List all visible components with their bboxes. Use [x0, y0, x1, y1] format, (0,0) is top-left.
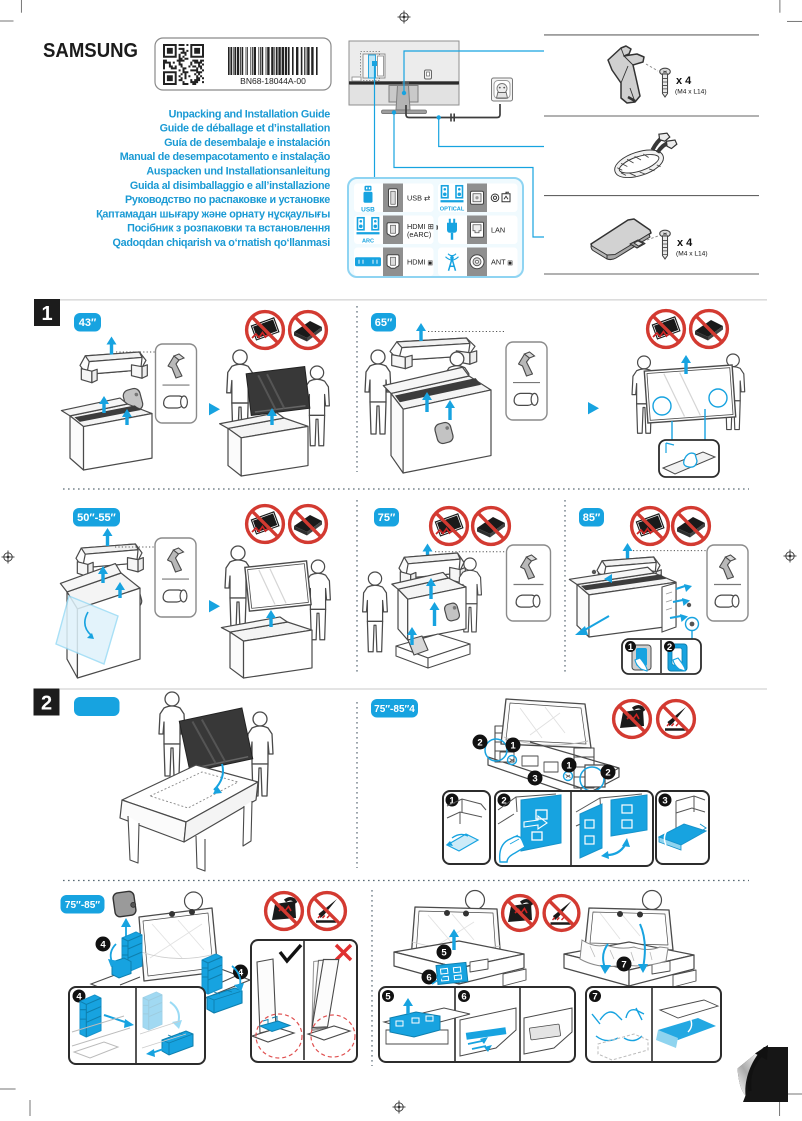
- svg-text:3: 3: [662, 795, 667, 806]
- svg-text:Manual de desempacotamento e i: Manual de desempacotamento e instalação: [120, 151, 331, 163]
- svg-text:75″: 75″: [378, 512, 396, 524]
- svg-text:5: 5: [385, 991, 391, 1002]
- svg-text:(eARC): (eARC): [407, 230, 431, 239]
- svg-text:HDMI ▣: HDMI ▣: [407, 257, 433, 266]
- svg-text:7: 7: [621, 959, 626, 970]
- svg-text:BN68-18044A-00: BN68-18044A-00: [240, 76, 306, 86]
- svg-text:x 4: x 4: [676, 75, 692, 87]
- svg-text:1: 1: [566, 760, 572, 771]
- svg-text:Auspacken und Installationsanl: Auspacken und Installationsanleitung: [146, 166, 330, 178]
- svg-text:Guida al disimballaggio e all’: Guida al disimballaggio e all’installazi…: [130, 180, 330, 192]
- svg-text:2: 2: [477, 737, 482, 748]
- svg-text:2: 2: [41, 693, 52, 715]
- svg-text:Guide de déballage et d’instal: Guide de déballage et d’installation: [160, 123, 330, 135]
- svg-text:85″: 85″: [583, 512, 601, 524]
- svg-text:5: 5: [441, 947, 447, 958]
- svg-text:1: 1: [628, 642, 634, 653]
- svg-text:65″: 65″: [375, 317, 393, 329]
- svg-text:75″-85″: 75″-85″: [65, 900, 100, 911]
- svg-text:Guía de desembalaje e instalac: Guía de desembalaje e instalación: [164, 137, 330, 149]
- svg-text:6: 6: [461, 991, 466, 1002]
- svg-text:(M4 x L14): (M4 x L14): [676, 251, 708, 258]
- svg-text:50″-55″: 50″-55″: [77, 512, 116, 524]
- svg-text:SAMSUNG: SAMSUNG: [43, 39, 138, 62]
- svg-text:ARC: ARC: [362, 238, 374, 244]
- svg-text:Қаптамадан шығару және орнату: Қаптамадан шығару және орнату нұсқаулығы: [96, 208, 330, 220]
- svg-text:OPTICAL: OPTICAL: [440, 206, 465, 212]
- svg-text:2: 2: [605, 767, 610, 778]
- svg-text:(M4 x L14): (M4 x L14): [675, 89, 707, 96]
- svg-text:2: 2: [667, 642, 672, 653]
- svg-text:LAN: LAN: [491, 225, 505, 234]
- svg-text:ANT ▣: ANT ▣: [491, 257, 513, 266]
- svg-text:75″-85″4: 75″-85″4: [374, 704, 415, 715]
- svg-text:3: 3: [532, 773, 537, 784]
- svg-text:Qadoqdan chiqarish va o‘rnatis: Qadoqdan chiqarish va o‘rnatish qo‘llanm…: [113, 237, 331, 249]
- svg-text:7: 7: [592, 991, 597, 1002]
- svg-text:USB: USB: [361, 206, 375, 213]
- svg-text:x 4: x 4: [677, 237, 693, 249]
- svg-text:4: 4: [76, 991, 82, 1002]
- svg-text:4: 4: [238, 967, 244, 978]
- svg-text:USB ⇄: USB ⇄: [407, 193, 430, 202]
- svg-text:Руководство по распаковке и ус: Руководство по распаковке и установке: [125, 194, 330, 206]
- svg-text:1: 1: [41, 303, 52, 325]
- svg-text:1: 1: [510, 740, 516, 751]
- svg-text:Unpacking and Installation Gui: Unpacking and Installation Guide: [169, 108, 331, 120]
- svg-text:2: 2: [501, 795, 506, 806]
- svg-text:Посібник з розпаковки та встан: Посібник з розпаковки та встановлення: [127, 223, 330, 235]
- svg-text:6: 6: [426, 972, 431, 983]
- svg-text:4: 4: [100, 939, 106, 950]
- svg-text:1: 1: [449, 795, 455, 806]
- svg-text:43″: 43″: [79, 317, 97, 329]
